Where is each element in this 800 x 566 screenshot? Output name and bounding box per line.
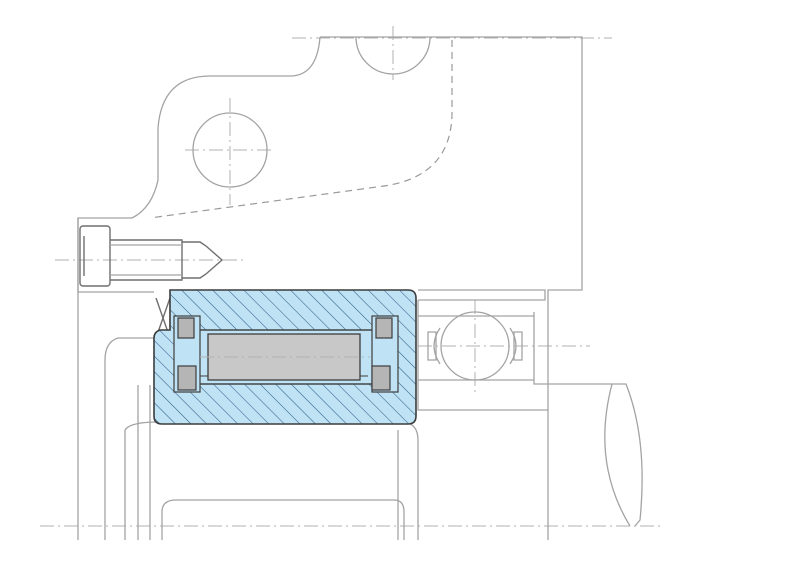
ball-cage-right: [513, 331, 523, 361]
mounting-hole: [192, 112, 268, 188]
cage-block-bottom-left: [177, 365, 197, 391]
screw-shank: [110, 239, 183, 281]
center-lines: [40, 26, 660, 527]
shaft-break-line: [604, 383, 631, 527]
bearing-outer-ring: [417, 300, 548, 411]
ball-cage-left: [427, 331, 437, 361]
cage-blocks: [177, 317, 393, 391]
hub-bore: [161, 499, 405, 540]
shaft-end-profile: [548, 383, 643, 527]
housing-left-profile: [77, 36, 321, 293]
housing-bracket: [77, 36, 583, 540]
bearing-ball: [440, 311, 510, 381]
ball-bearing: [417, 300, 548, 411]
cap-screw: [79, 225, 224, 287]
cage-block-bottom-right: [371, 365, 391, 391]
top-notch: [355, 36, 431, 75]
screw-tip: [182, 241, 224, 279]
bearing-seat-top: [418, 289, 546, 301]
hub-vertical-lines: [124, 385, 151, 540]
screw-head: [79, 225, 111, 287]
hub-left-profile: [104, 337, 155, 540]
bearing-side-shield: [533, 312, 548, 385]
hidden-contour: [149, 40, 453, 219]
cylindrical-roller: [200, 333, 370, 381]
ball-cage-arcs: [433, 327, 517, 365]
hub-lower-contour: [124, 421, 419, 540]
cage-block-top-left: [177, 317, 195, 339]
cage-block-top-right: [375, 317, 393, 339]
shaft: [547, 315, 643, 540]
housing-outer-profile: [320, 36, 583, 315]
